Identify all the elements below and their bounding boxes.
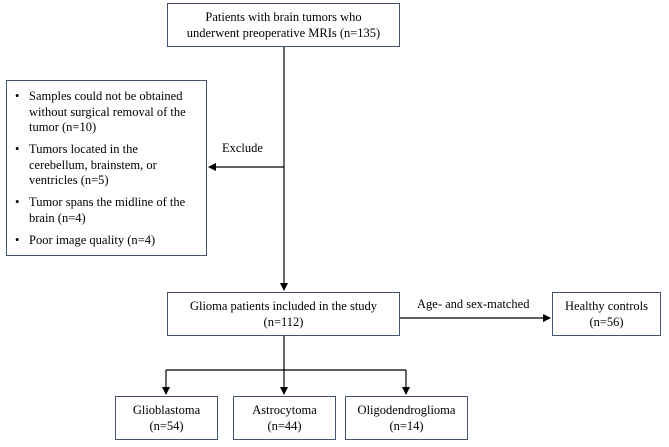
exclusion-item-text: Tumor spans the midline of the bbox=[29, 195, 186, 209]
matched-label: Age- and sex-matched bbox=[417, 297, 530, 311]
healthy-controls-line-1: Healthy controls bbox=[565, 299, 648, 313]
enrolled-patients-box: Patients with brain tumors who underwent… bbox=[167, 3, 400, 47]
astrocytoma-line-2: (n=44) bbox=[267, 419, 302, 433]
astrocytoma-box: Astrocytoma (n=44) bbox=[233, 396, 336, 440]
glioblastoma-line-2: (n=54) bbox=[149, 419, 184, 433]
exclusion-item-samples: Samples could not be obtained without su… bbox=[15, 89, 186, 136]
exclusion-item-midline: Tumor spans the midline of the brain (n=… bbox=[15, 195, 186, 226]
astrocytoma-line-1: Astrocytoma bbox=[252, 403, 317, 417]
enrolled-patients-line-1: Patients with brain tumors who bbox=[205, 10, 362, 24]
oligodendroglioma-line-1: Oligodendroglioma bbox=[357, 403, 456, 417]
glioma-patients-line-2: (n=112) bbox=[263, 315, 304, 329]
exclusion-criteria-box: Samples could not be obtained without su… bbox=[6, 80, 207, 256]
enrolled-patients-line-2: underwent preoperative MRIs (n=135) bbox=[186, 26, 381, 40]
exclusion-item-text: Tumors located in the bbox=[29, 142, 138, 156]
exclusion-criteria-list: Samples could not be obtained without su… bbox=[15, 89, 186, 255]
glioma-patients-line-1: Glioma patients included in the study bbox=[189, 299, 378, 313]
glioma-patients-box: Glioma patients included in the study (n… bbox=[167, 292, 400, 336]
oligodendroglioma-line-2: (n=14) bbox=[389, 419, 424, 433]
exclusion-item-image-quality: Poor image quality (n=4) bbox=[15, 233, 186, 249]
exclusion-item-text: Poor image quality (n=4) bbox=[29, 232, 156, 247]
oligodendroglioma-box: Oligodendroglioma (n=14) bbox=[345, 396, 468, 440]
exclusion-item-text: brain (n=4) bbox=[29, 210, 86, 225]
glioblastoma-line-1: Glioblastoma bbox=[132, 403, 201, 417]
exclusion-item-text: cerebellum, brainstem, or bbox=[29, 157, 157, 172]
glioblastoma-box: Glioblastoma (n=54) bbox=[115, 396, 218, 440]
healthy-controls-line-2: (n=56) bbox=[589, 315, 624, 329]
exclusion-item-text: without surgical removal of the bbox=[29, 104, 186, 119]
exclusion-item-text: Samples could not be obtained bbox=[29, 89, 183, 103]
healthy-controls-box: Healthy controls (n=56) bbox=[552, 292, 661, 336]
exclude-label: Exclude bbox=[222, 141, 263, 155]
exclusion-item-text: ventricles (n=5) bbox=[29, 173, 109, 187]
exclusion-item-text: tumor (n=10) bbox=[29, 120, 97, 134]
exclusion-item-location: Tumors located in the cerebellum, brains… bbox=[15, 142, 186, 189]
